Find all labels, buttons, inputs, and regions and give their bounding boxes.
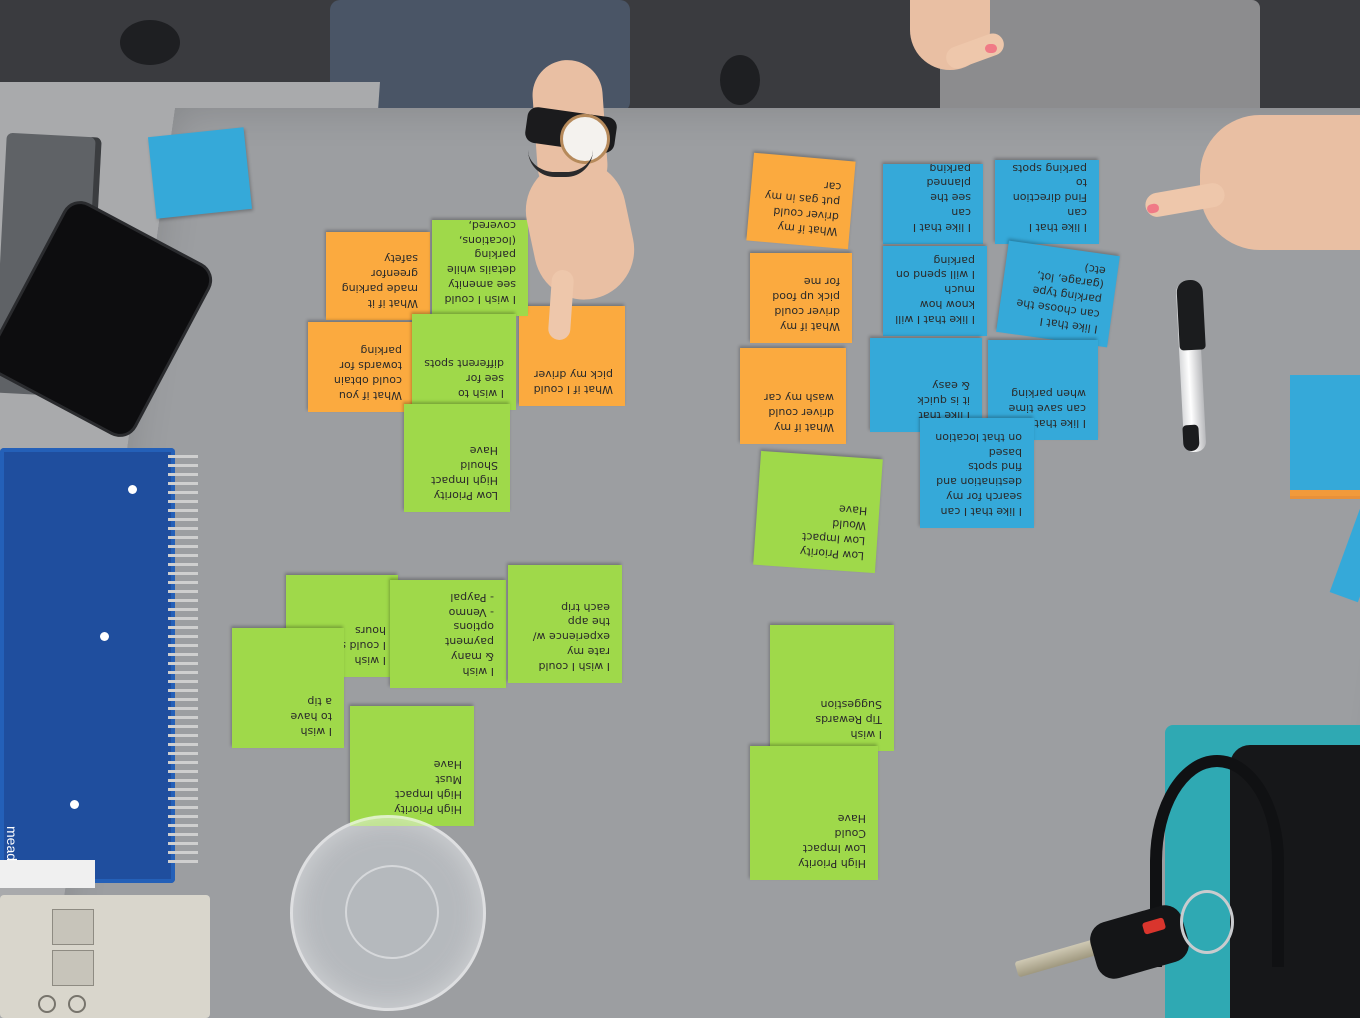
notebook-brand: mead xyxy=(4,826,20,862)
pen-tip xyxy=(1182,424,1200,452)
hand-right xyxy=(1200,115,1360,250)
sticky-note-blue: I like that I can see the planned parkin… xyxy=(883,164,983,244)
outlet-circle xyxy=(38,995,56,1013)
sticky-note-orange: What if I could pick my driver xyxy=(519,306,625,406)
note-text: I wish & many payment options - Venmo - … xyxy=(444,590,494,678)
note-text: What if my driver could pick up food for… xyxy=(772,275,840,333)
note-text: What if my driver could put gas in my ca… xyxy=(764,179,842,239)
outlet-socket xyxy=(52,950,94,986)
notebook-hole xyxy=(70,800,79,809)
loose-blue-note xyxy=(147,127,253,219)
sticky-note-orange: What if my driver could wash my car xyxy=(740,348,846,444)
note-text: What if I could pick my driver xyxy=(533,368,613,396)
notebook-hole xyxy=(100,632,109,641)
sticky-note-orange: What if you could obtain towards for par… xyxy=(308,322,414,412)
sticky-note-green: I wish to have a tip xyxy=(232,628,344,748)
sticky-note-blue: I like that I can choose the parking typ… xyxy=(996,240,1120,348)
note-text: I wish Tip Rewards Suggestion xyxy=(815,698,882,741)
note-text: What if you could obtain towards for par… xyxy=(333,344,402,402)
note-text: I like that it is quick & easy xyxy=(917,379,970,422)
notebook-spiral xyxy=(168,455,198,865)
sticky-note-blue: I like that I can search for my destinat… xyxy=(920,418,1034,528)
power-outlet xyxy=(0,895,210,1018)
notebook-pages xyxy=(0,860,95,888)
notebook-hole xyxy=(128,485,137,494)
note-text: I wish to have a tip xyxy=(290,695,332,738)
pen-cap xyxy=(1176,279,1206,351)
sticky-note-green: Low Priority Low Impact Would Have xyxy=(753,450,883,574)
sticky-note-green: I wish to see for different spots xyxy=(412,314,516,410)
sticky-note-green: High Priority Low Impact Could Have xyxy=(750,746,878,880)
note-text: I wish I could rate my experience w/ the… xyxy=(532,600,610,673)
bracelet xyxy=(528,150,593,177)
sticky-note-orange: What if my driver could put gas in my ca… xyxy=(746,152,856,250)
key-ring xyxy=(1180,890,1234,954)
plastic-cup-base xyxy=(345,865,439,959)
note-text: What if it made parking greenfor safety xyxy=(341,252,418,310)
fingernail xyxy=(985,44,997,53)
note-text: Low Priority High Impact Should Have xyxy=(431,444,498,502)
note-text: I like that I can choose the parking typ… xyxy=(1015,261,1107,336)
note-text: High Priority Low Impact Could Have xyxy=(798,812,866,870)
note-text: What if my driver could wash my car xyxy=(764,391,834,434)
sticky-note-orange: What if my driver could pick up food for… xyxy=(750,253,852,343)
sticky-note-blue: I like that I will know how much I will … xyxy=(883,246,987,336)
outlet-socket xyxy=(52,909,94,945)
sticky-note-orange: What if it made parking greenfor safety xyxy=(326,232,430,320)
sticky-note-pad xyxy=(1290,375,1360,490)
note-text: I wish I could see amenity details while… xyxy=(444,220,516,306)
note-text: I like that I can Find direction to park… xyxy=(1012,161,1087,234)
chair-base xyxy=(120,20,180,65)
note-text: High Priority High Impact Must Have xyxy=(394,758,462,816)
note-text: I like that I can search for my destinat… xyxy=(935,430,1022,518)
note-text: I wish to see for different spots xyxy=(424,357,504,400)
sticky-note-green: I wish I could see amenity details while… xyxy=(432,220,528,316)
outlet-circle xyxy=(68,995,86,1013)
note-text: I like that I will know how much I will … xyxy=(895,253,975,326)
note-text: Low Priority Low Impact Would Have xyxy=(799,502,868,563)
note-text: I like that I can see the planned parkin… xyxy=(912,164,971,234)
sticky-note-blue: I like that I can Find direction to park… xyxy=(995,160,1099,244)
spiral-notebook xyxy=(0,448,175,883)
sticky-note-green: I wish I could rate my experience w/ the… xyxy=(508,565,622,683)
chair-wheel xyxy=(720,55,760,105)
sticky-note-green: I wish & many payment options - Venmo - … xyxy=(390,580,506,688)
sticky-note-green: High Priority High Impact Must Have xyxy=(350,706,474,826)
sticky-note-green: Low Priority High Impact Should Have xyxy=(404,404,510,512)
sticky-note-green: I wish Tip Rewards Suggestion xyxy=(770,625,894,751)
